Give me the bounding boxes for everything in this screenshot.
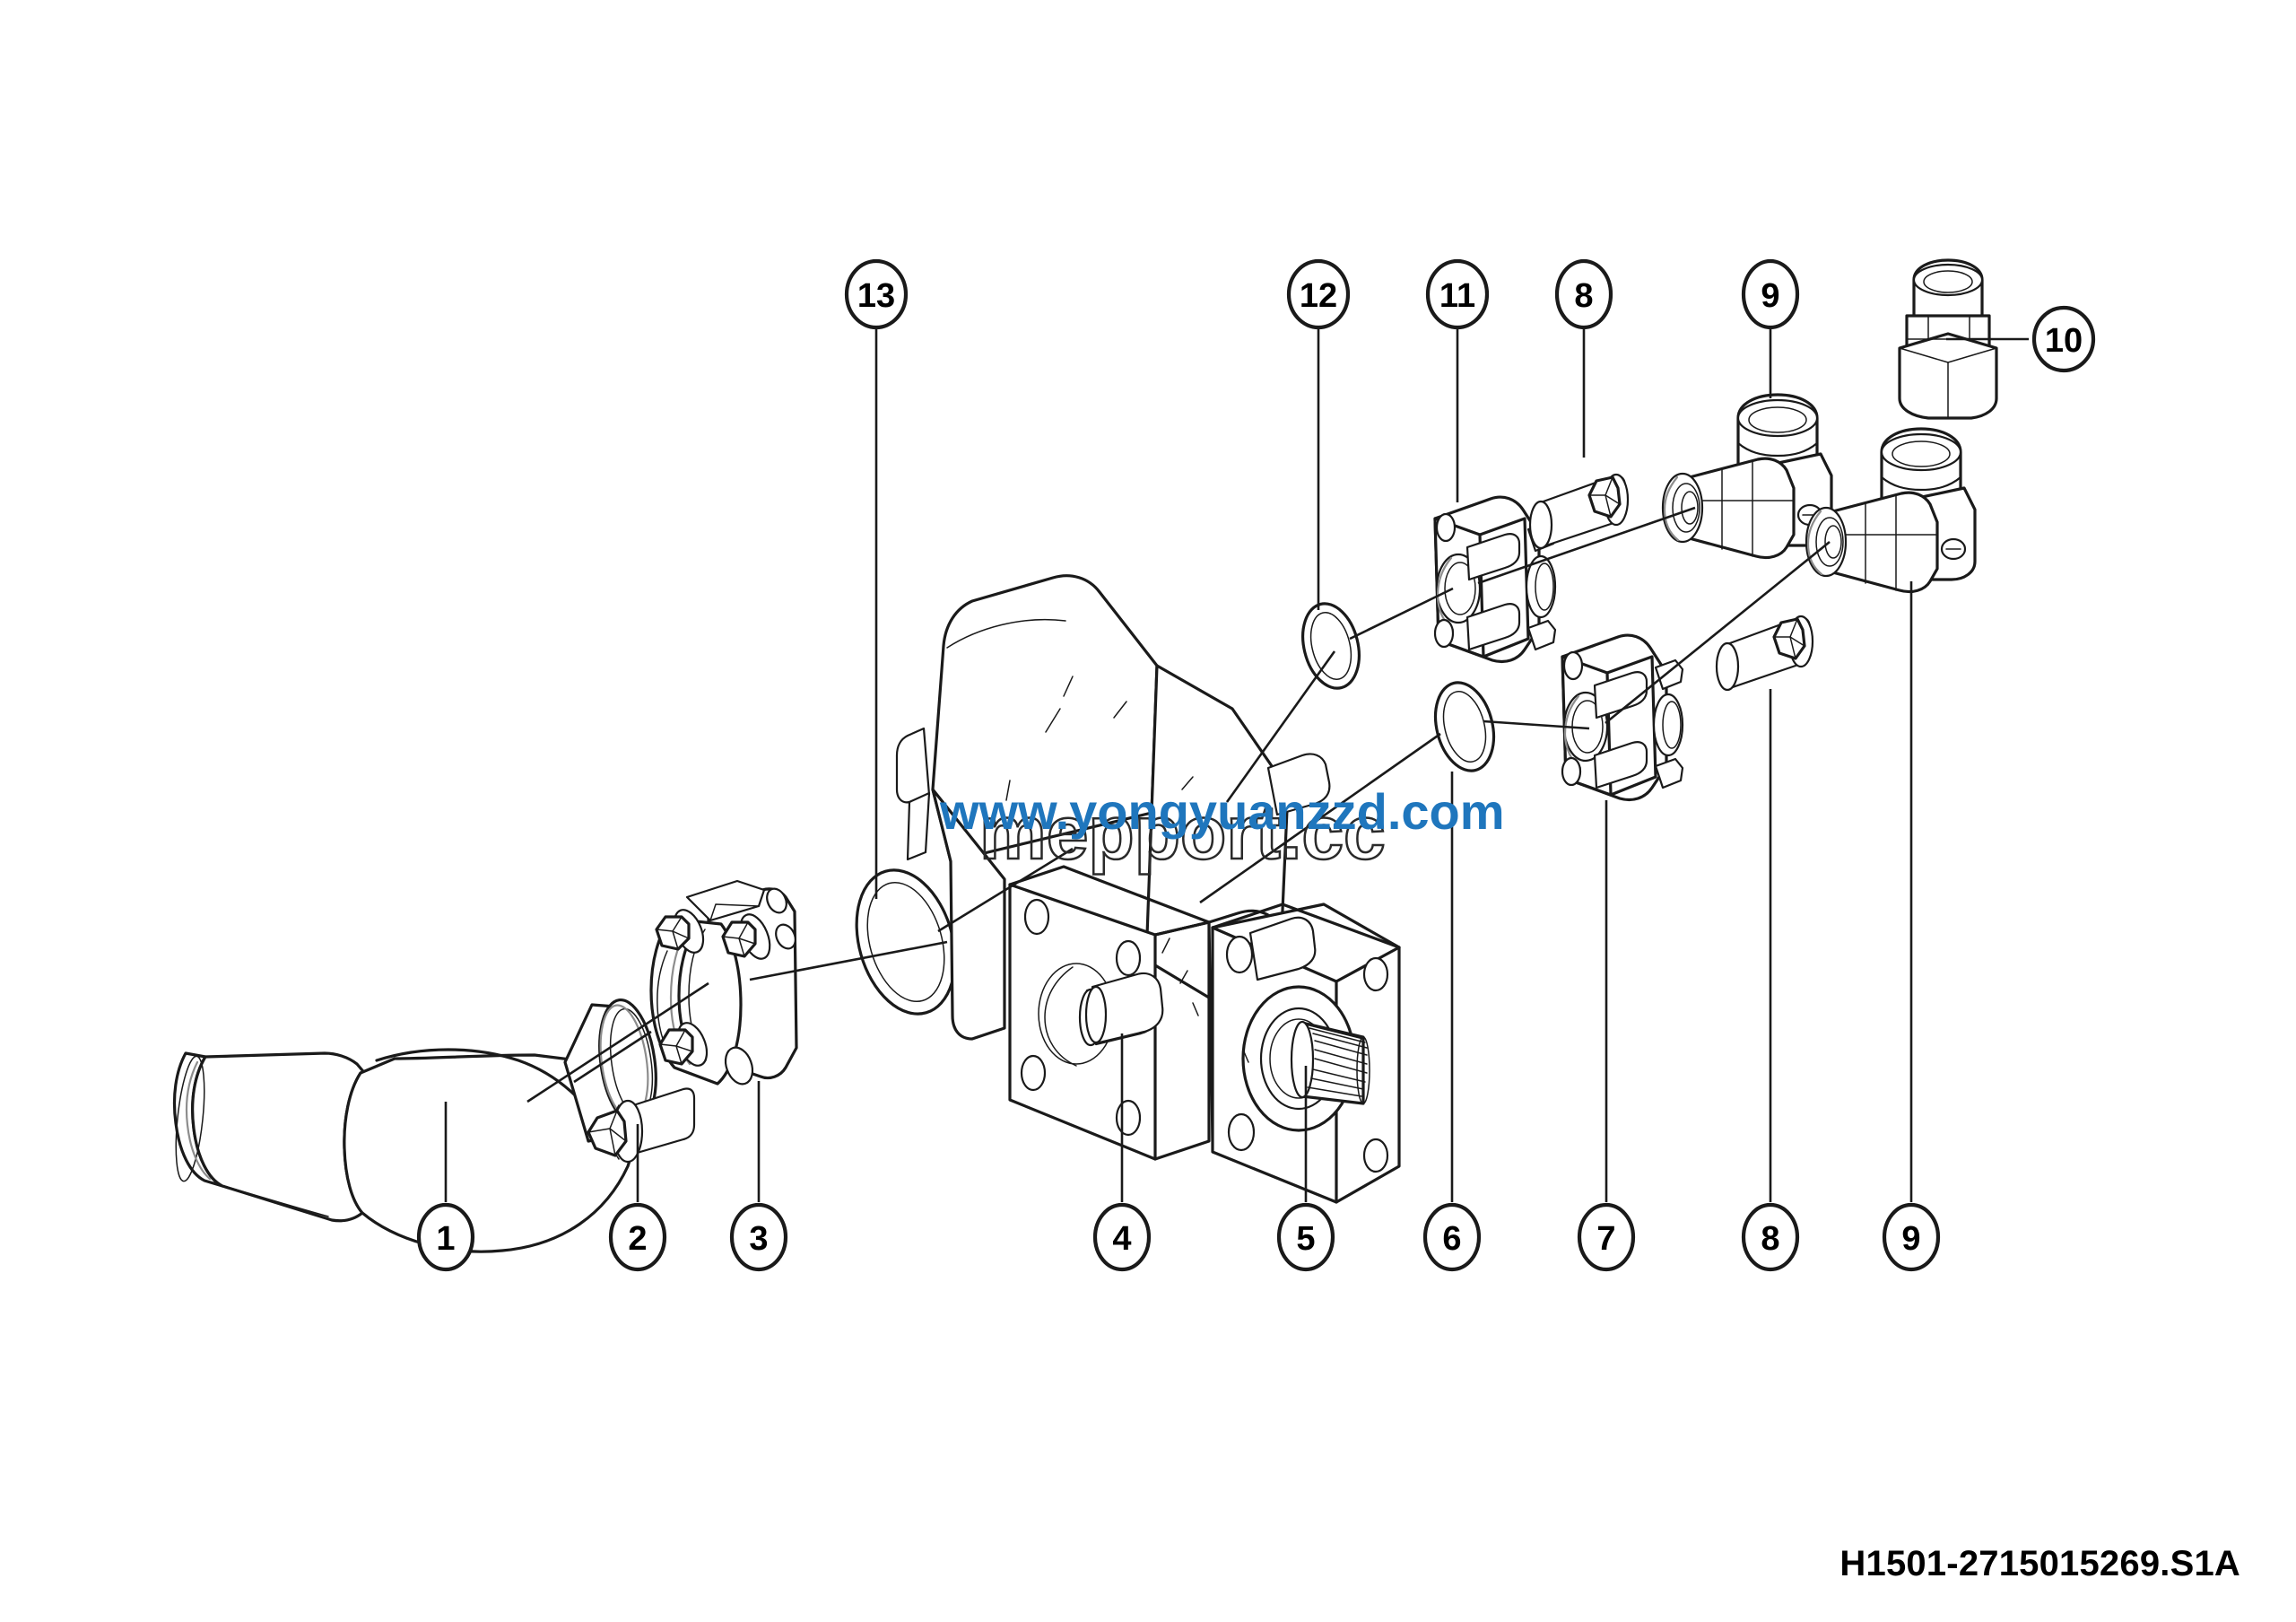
svg-text:2: 2: [628, 1220, 647, 1258]
part-elbow-upper: [1661, 393, 1833, 560]
callout-8-upper[interactable]: 8: [1554, 258, 1613, 330]
part-cap-screw-lower: [1715, 615, 1814, 692]
callout-13[interactable]: 13: [844, 258, 909, 330]
svg-text:8: 8: [1761, 1220, 1779, 1258]
watermark-primary: www.yongyuanzzd.com: [940, 783, 1505, 840]
part-tandem-gear-pump: [895, 574, 1401, 1204]
svg-text:9: 9: [1901, 1220, 1920, 1258]
leader-lines: [444, 328, 2029, 1202]
callout-3[interactable]: 3: [729, 1202, 788, 1272]
callout-5[interactable]: 5: [1276, 1202, 1335, 1272]
callout-10[interactable]: 10: [2031, 305, 2096, 373]
callout-11[interactable]: 11: [1425, 258, 1490, 330]
part-split-flange-clamp: [649, 879, 798, 1086]
svg-text:7: 7: [1596, 1220, 1615, 1258]
svg-text:4: 4: [1112, 1220, 1131, 1258]
svg-text:1: 1: [436, 1220, 455, 1258]
svg-text:12: 12: [1300, 277, 1337, 315]
callout-1[interactable]: 1: [416, 1202, 475, 1272]
callout-balloons: 13 12 11 8 9: [416, 258, 2096, 1272]
part-dowel-pin: [1084, 972, 1164, 1044]
svg-text:8: 8: [1574, 277, 1593, 315]
callout-8-lower[interactable]: 8: [1741, 1202, 1800, 1272]
part-split-flange-7: [1561, 633, 1684, 802]
part-cap-screw-upper: [1528, 473, 1630, 550]
svg-text:6: 6: [1442, 1220, 1461, 1258]
callout-9-upper[interactable]: 9: [1741, 258, 1800, 330]
svg-text:3: 3: [749, 1220, 768, 1258]
svg-text:5: 5: [1296, 1220, 1315, 1258]
callout-4[interactable]: 4: [1092, 1202, 1152, 1272]
svg-text:11: 11: [1439, 277, 1475, 315]
callout-7[interactable]: 7: [1577, 1202, 1636, 1272]
part-o-ring-6: [1433, 681, 1496, 772]
part-straight-coupling: [1898, 258, 1998, 420]
part-elbow-lower: [1805, 427, 1977, 594]
part-o-ring-12: [1301, 602, 1361, 690]
svg-text:13: 13: [857, 277, 895, 315]
part-suction-hose: [172, 998, 657, 1253]
part-flange-bolt: [587, 1087, 696, 1164]
callout-2[interactable]: 2: [608, 1202, 667, 1272]
svg-text:9: 9: [1761, 277, 1779, 315]
watermark-secondary: mepport.cc: [978, 789, 1387, 876]
callout-12[interactable]: 12: [1286, 258, 1351, 330]
svg-text:10: 10: [2045, 322, 2083, 360]
drawing-number: H1501-2715015269.S1A: [1839, 1544, 2240, 1583]
callout-9-lower[interactable]: 9: [1882, 1202, 1941, 1272]
callout-6[interactable]: 6: [1422, 1202, 1482, 1272]
